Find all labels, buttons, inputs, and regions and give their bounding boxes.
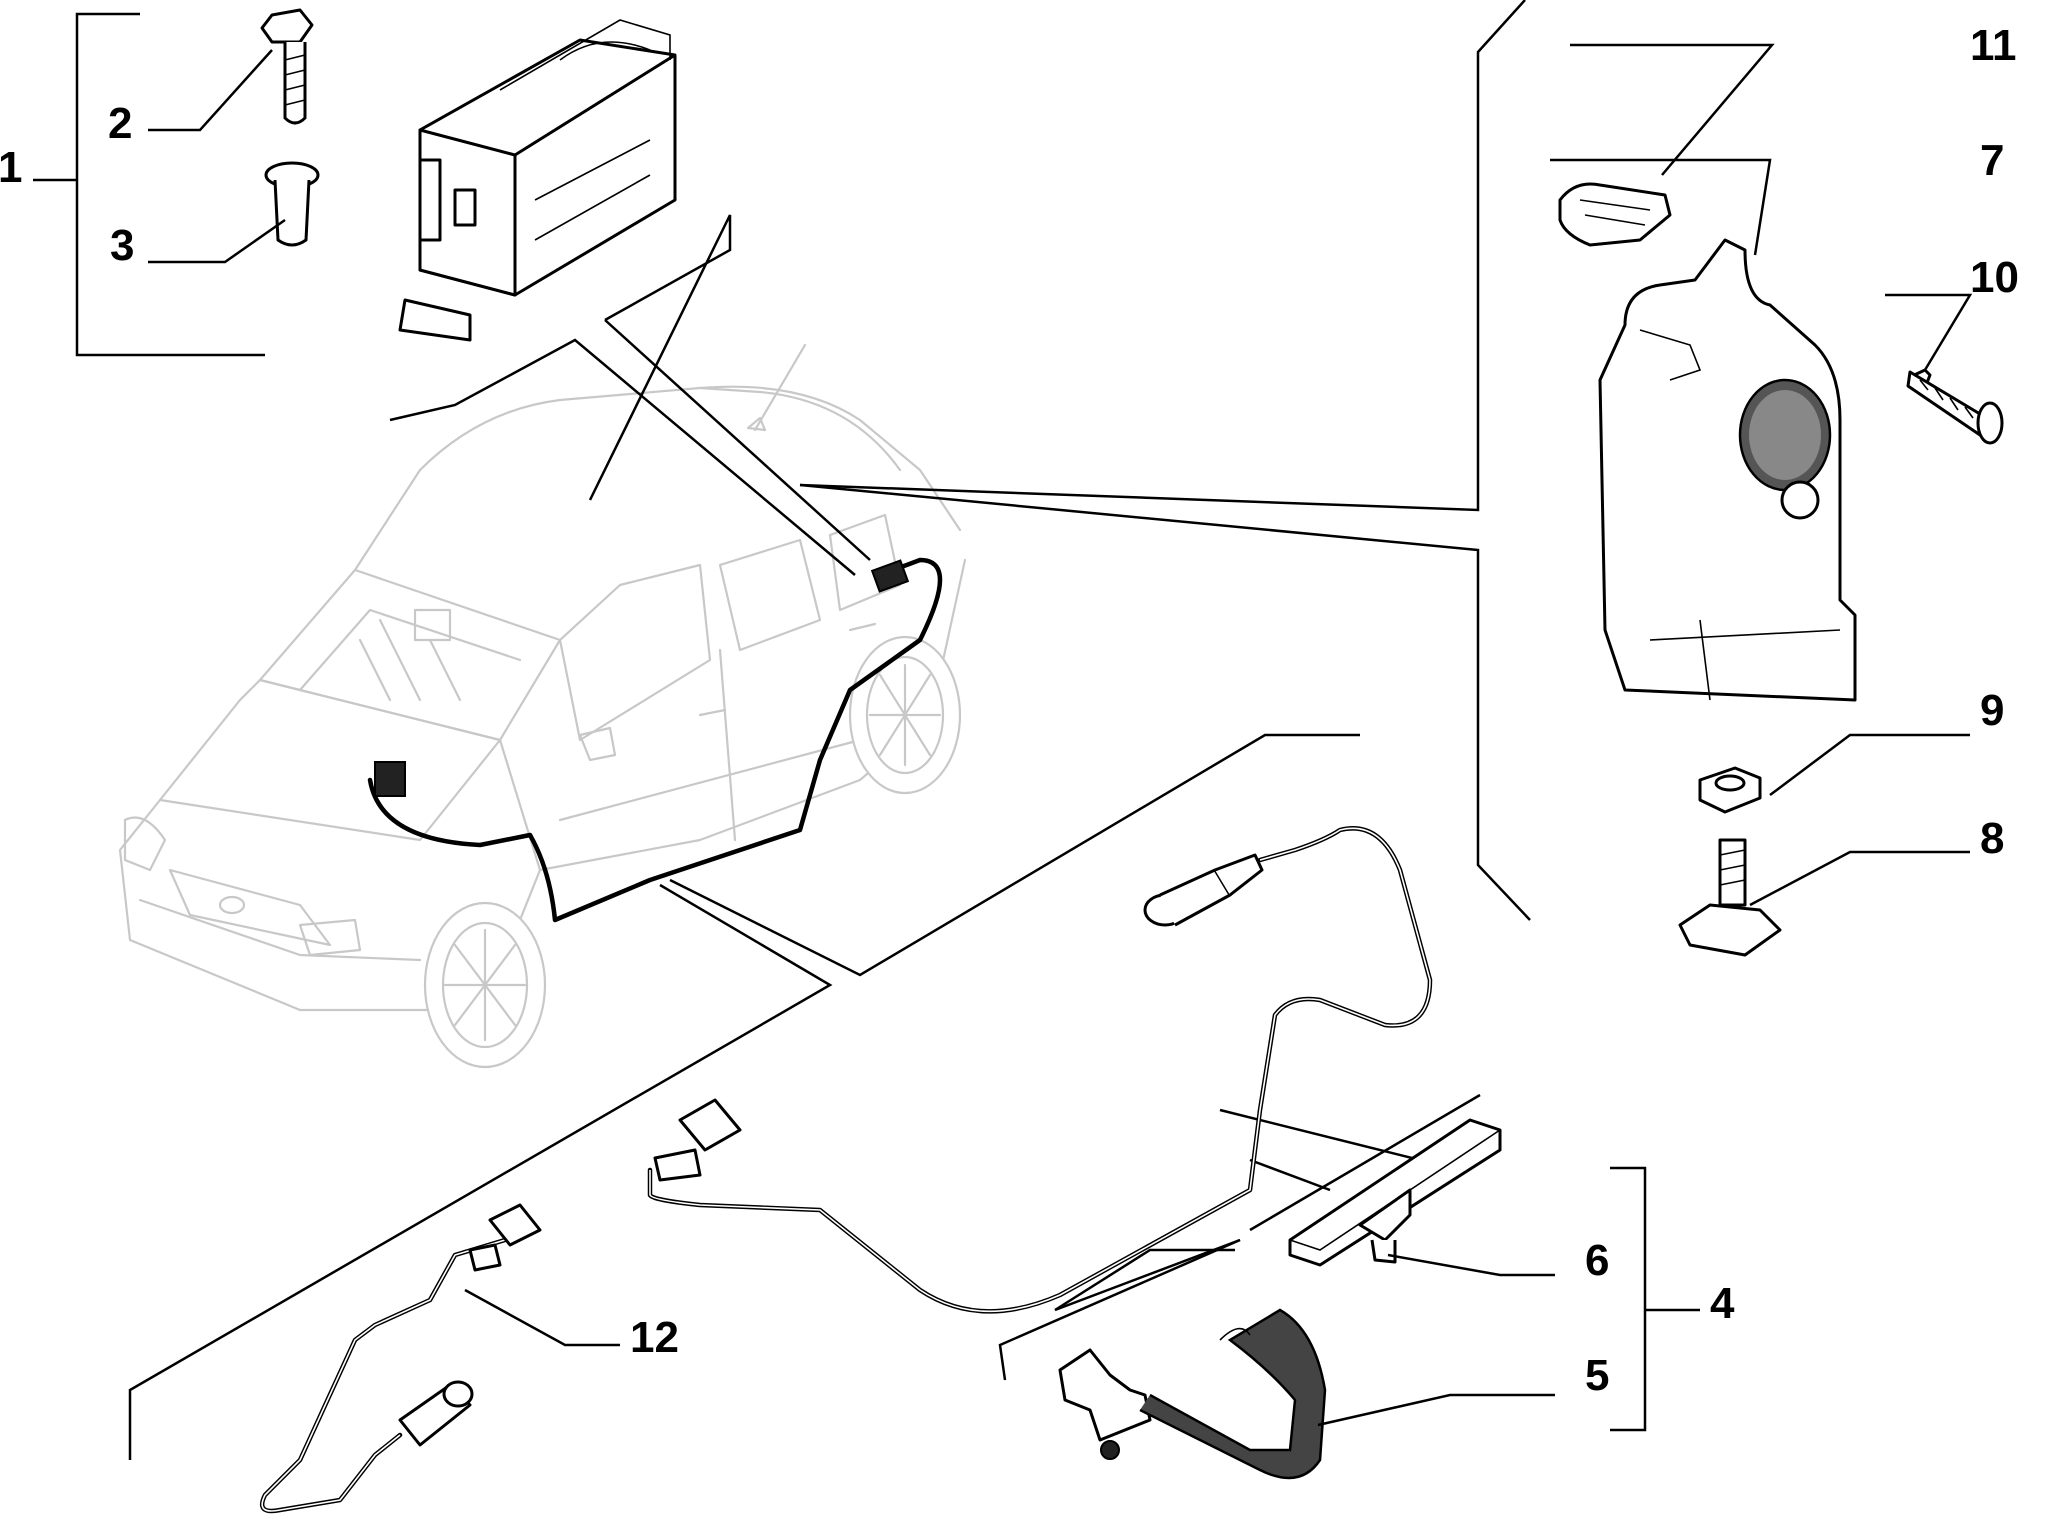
flat-connector-icon bbox=[653, 1098, 742, 1182]
bracket-icon bbox=[1288, 1118, 1502, 1267]
callout-labels: 1 2 3 4 5 6 7 8 9 10 11 12 bbox=[0, 21, 2019, 1400]
ecu-module bbox=[398, 19, 677, 342]
bushing-icon bbox=[264, 161, 320, 247]
connector-block-icon bbox=[870, 559, 910, 593]
callout-12: 12 bbox=[630, 1313, 679, 1362]
sensor-tip-icon bbox=[1100, 1440, 1120, 1460]
connector-block-icon bbox=[374, 761, 406, 797]
callout-7: 7 bbox=[1980, 136, 2004, 185]
vehicle-harness bbox=[367, 557, 943, 923]
callout-11: 11 bbox=[1970, 21, 2017, 70]
secondary-harness bbox=[259, 1203, 542, 1514]
callout-leaders bbox=[148, 43, 1973, 1427]
callout-9: 9 bbox=[1980, 686, 2004, 735]
flat-connector-icon bbox=[468, 1203, 542, 1272]
sensor-strap bbox=[1058, 1308, 1327, 1480]
callout-4: 4 bbox=[1710, 1279, 1735, 1328]
nut-icon bbox=[1698, 766, 1762, 814]
speaker-cover bbox=[1598, 238, 1857, 702]
callout-10: 10 bbox=[1970, 253, 2019, 302]
callout-5: 5 bbox=[1585, 1351, 1609, 1400]
clip-icon bbox=[1558, 182, 1672, 247]
callout-1: 1 bbox=[0, 143, 22, 192]
vehicle-outline bbox=[118, 343, 967, 1069]
cylindrical-connector-icon bbox=[398, 1380, 474, 1447]
callout-2: 2 bbox=[108, 99, 132, 148]
callout-6: 6 bbox=[1585, 1236, 1609, 1285]
main-harness bbox=[647, 826, 1433, 1314]
bolt-icon bbox=[260, 8, 314, 125]
cylindrical-connector-icon bbox=[1143, 853, 1264, 927]
screw-icon bbox=[1906, 368, 2004, 445]
stud-icon bbox=[1678, 838, 1782, 957]
callout-8: 8 bbox=[1980, 814, 2004, 863]
callout-3: 3 bbox=[110, 221, 134, 270]
